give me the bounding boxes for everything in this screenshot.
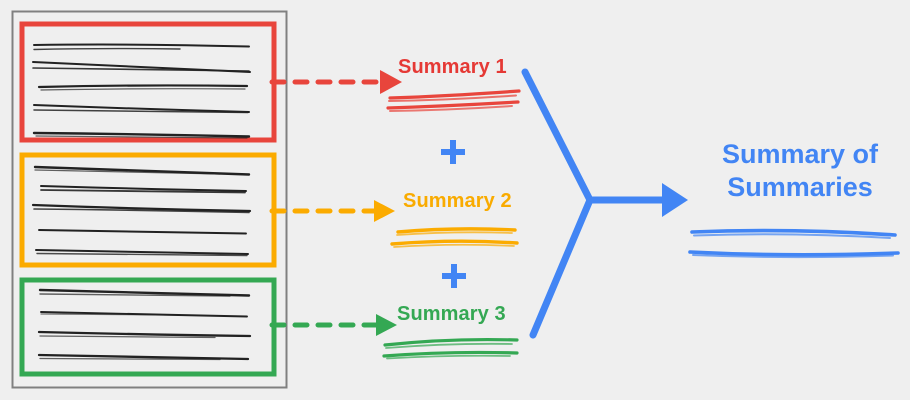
summary-1-label: Summary 1 — [398, 56, 507, 78]
dashed-arrow-green-head — [376, 314, 397, 336]
summary-1-squiggle — [386, 89, 521, 112]
summary-3-squiggle — [382, 337, 519, 360]
summary-2-squiggle — [390, 227, 519, 248]
document-group-red[interactable] — [19, 21, 277, 143]
plus-sign-1 — [441, 140, 465, 164]
summary-of-summaries-label: Summary of Summaries — [700, 138, 900, 204]
summary-of-summaries-line-1: Summary of — [721, 139, 879, 169]
dashed-arrow-red — [269, 70, 402, 94]
dashed-arrow-yellow-head — [374, 200, 395, 222]
dashed-arrow-green — [269, 314, 397, 336]
summary-3-label: Summary 3 — [397, 303, 506, 325]
document-group-red-text-lines — [32, 43, 251, 139]
merge-arrow-top-branch — [521, 68, 594, 204]
plus-sign-2-vertical — [451, 264, 457, 288]
merge-arrow-bottom-branch — [529, 196, 594, 339]
merge-arrow-head — [662, 183, 688, 217]
merge-arrow-blue — [521, 68, 688, 339]
documents-panel-frame — [11, 10, 288, 389]
plus-sign-1-vertical — [450, 140, 456, 164]
summary-2-label: Summary 2 — [403, 190, 512, 212]
dashed-arrow-red-head — [380, 70, 402, 94]
document-group-yellow-text-lines — [31, 165, 252, 257]
summary-of-summaries-squiggle — [688, 228, 900, 259]
document-group-green-text-lines — [37, 288, 252, 361]
dashed-arrow-yellow — [269, 200, 395, 222]
summary-of-summaries-line-2: Summaries — [727, 171, 873, 202]
plus-sign-2 — [442, 264, 466, 288]
